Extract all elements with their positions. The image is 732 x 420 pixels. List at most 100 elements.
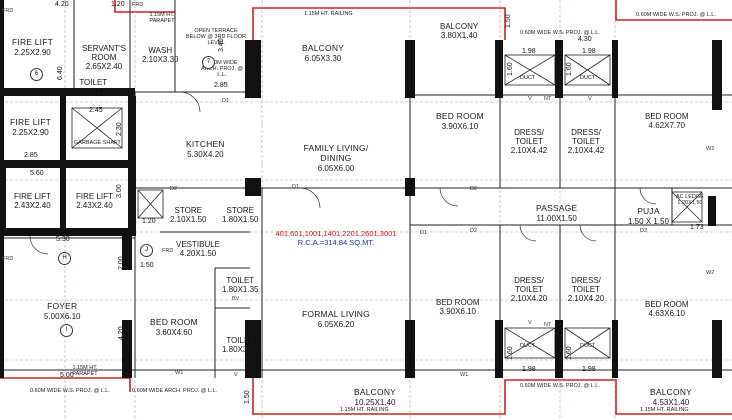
room-name: BALCONY [440, 22, 479, 31]
dim-150-mid: 1.50 [140, 262, 154, 269]
room-name: PUJA [637, 206, 660, 216]
column [555, 40, 563, 98]
balcony-bottom-outline [252, 362, 732, 415]
tag-nt-1: NT [544, 96, 552, 102]
duct-box [564, 54, 611, 86]
door-swing [519, 224, 537, 242]
column [122, 320, 132, 378]
wall [0, 228, 135, 236]
room-name: SERVANT'S ROOM [82, 44, 126, 63]
note-parapet-top: 1.15M HT. PARAPET [149, 12, 175, 25]
door-swings [29, 91, 657, 255]
dim-160-d: 1.60 [566, 346, 573, 360]
dim-198-d: 1.98 [582, 366, 596, 373]
room-dims: 4.63X6.10 [648, 309, 686, 319]
dim-120-top: 1.20 [111, 1, 125, 8]
tag-w2-1: W2 [706, 146, 715, 152]
room-dims: 1.20X1.50 [677, 200, 703, 207]
room-dims: 2.25X2.90 [12, 127, 49, 137]
room-dims: 2.10X3.30 [142, 55, 179, 65]
room-name: FIRE LIFT [14, 192, 51, 201]
room-dims: 1.80X1.50 [222, 215, 259, 225]
note-duct-3: DUCT [520, 343, 536, 349]
room-name: FAMILY LIVING/ DINING [303, 143, 369, 163]
dim-245: 2.45 [89, 107, 103, 114]
balcony-top-right-outline [615, 0, 732, 21]
store-x [137, 189, 164, 219]
room-dims: 2.65X2.40 [85, 62, 123, 72]
tag-d2-3: D2 [470, 228, 478, 234]
dim-420: 4.20 [55, 1, 69, 8]
room-name: DRESS/ TOILET [514, 128, 544, 147]
dim-640: 6.40 [57, 66, 64, 80]
door-swing [29, 235, 49, 255]
tag-w2-2: W2 [706, 270, 715, 276]
room-dims: 2.10X4.20 [567, 294, 605, 304]
room-name: STORE [174, 206, 202, 215]
grid-tag-7: 7 [202, 56, 215, 69]
room-dims: 5.00X6.10 [44, 311, 81, 321]
tag-frd-4: FRD [132, 2, 144, 8]
note-ws-proj-top-right: 0.60M WIDE W.S. PROJ. @ L.L. [636, 12, 716, 18]
room-name: BALCONY [302, 43, 345, 53]
room-name: FIRE LIFT [76, 192, 113, 201]
rca-area: R.C.A.=314.84 SQ.MT. [297, 238, 375, 248]
room-name: AC LEDGE [676, 194, 704, 200]
dim-160-b: 1.60 [566, 62, 573, 76]
dim-150-bot: 1.50 [244, 390, 251, 404]
room-dims: 4.62X7.70 [648, 121, 686, 131]
column [122, 236, 132, 270]
room-name: WASH [148, 46, 173, 55]
note-wide-arch-bottom: 0.60M WIDE ARCH. PROJ. @ L.L. [132, 388, 218, 394]
dim-340: 3.40 [218, 38, 225, 52]
note-railing-bottom-right: 1.15M HT. RAILING [640, 407, 689, 413]
tag-frd-1: FRD [2, 256, 14, 262]
column [245, 40, 261, 98]
grid-tag-6: 6 [30, 68, 43, 81]
note-ws-proj-bottom-right: 0.60M WIDE W.S. PROJ. @ L.L. [520, 383, 600, 389]
tag-w1-1: W1 [175, 370, 184, 376]
tag-d1-3: D1 [420, 230, 428, 236]
room-dims: 2.25X2.90 [14, 47, 51, 57]
note-railing-top: 1.15M HT. RAILING [304, 11, 353, 17]
room-dims: 2.10X1.50 [170, 215, 207, 225]
tag-d1-1: D1 [222, 98, 230, 104]
room-name: STORE [226, 206, 254, 215]
note-wide-arch-top: 0.60M WIDE ARCH. PROJ. @ L.L. [201, 60, 243, 79]
column [405, 178, 415, 196]
room-dims: 2.10X4.42 [510, 146, 548, 156]
shaft-x [71, 107, 123, 149]
room-dims: 10.25X1.40 [354, 397, 396, 407]
ac-ledge-box [671, 191, 703, 223]
room-dims: 2.10X4.20 [510, 294, 548, 304]
dim-560: 5.60 [30, 170, 44, 177]
dim-430: 4.30 [578, 36, 592, 43]
door-swing [579, 224, 597, 242]
room-name: BED ROOM [645, 112, 689, 121]
note-duct-4: DUCT [580, 343, 596, 349]
column [495, 320, 503, 378]
wall [0, 160, 135, 168]
room-dims: 4.53X1.40 [652, 397, 690, 407]
parapet-top-outline [114, 0, 175, 13]
column [245, 178, 261, 196]
door-swing [439, 187, 459, 207]
room-dims: 4.20X1.50 [179, 249, 217, 259]
dim-285-mid: 2.85 [24, 152, 38, 159]
room-name: TOILET [226, 336, 255, 345]
grid-tag-i: I [60, 324, 73, 337]
